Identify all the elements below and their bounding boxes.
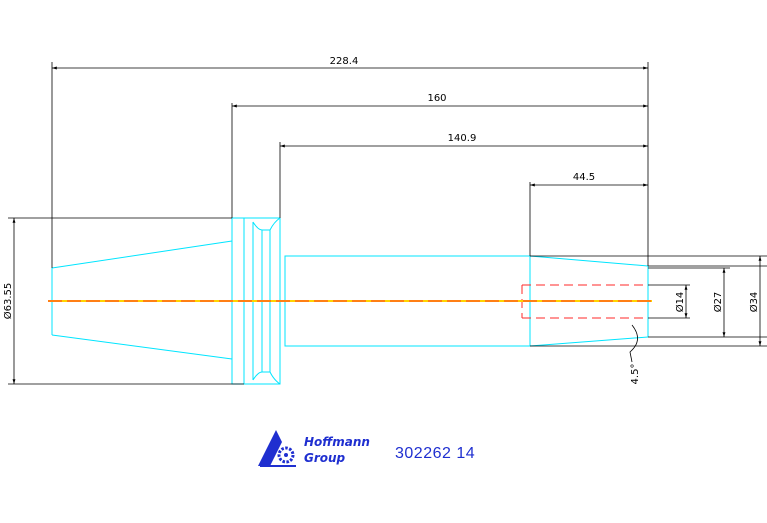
dimension-labels: 228.4 160 140.9 44.5 Ø63.55 Ø14 Ø27 Ø34 …	[2, 56, 760, 384]
nose-bottom-edge	[529, 336, 649, 347]
label-taper-angle: 4.5°	[630, 364, 641, 385]
logo-triangle-icon	[258, 430, 282, 466]
label-length-140: 140.9	[448, 133, 477, 144]
flange-groove-bottom	[252, 371, 281, 385]
taper-top-edge	[51, 240, 233, 269]
label-flange-diameter: Ø63.55	[2, 283, 14, 320]
label-shank-diameter: Ø34	[748, 292, 760, 313]
hoffmann-logo: Hoffmann Group	[258, 430, 370, 467]
label-bore-diameter: Ø14	[674, 292, 686, 313]
label-overall-length: 228.4	[330, 56, 359, 67]
label-length-160: 160	[427, 93, 446, 104]
nose-top-edge	[529, 255, 649, 267]
part-number: 302262 14	[395, 445, 476, 462]
svg-text:Group: Group	[304, 451, 346, 465]
label-bore-depth: 44.5	[573, 172, 595, 183]
svg-text:Hoffmann: Hoffmann	[304, 435, 370, 449]
logo-gear-icon	[277, 446, 295, 464]
label-cone-diameter: Ø27	[712, 292, 724, 313]
taper-bottom-edge	[51, 334, 233, 360]
angle-leader	[629, 324, 638, 363]
dimensions	[8, 62, 767, 385]
flange-groove-top	[252, 217, 281, 231]
